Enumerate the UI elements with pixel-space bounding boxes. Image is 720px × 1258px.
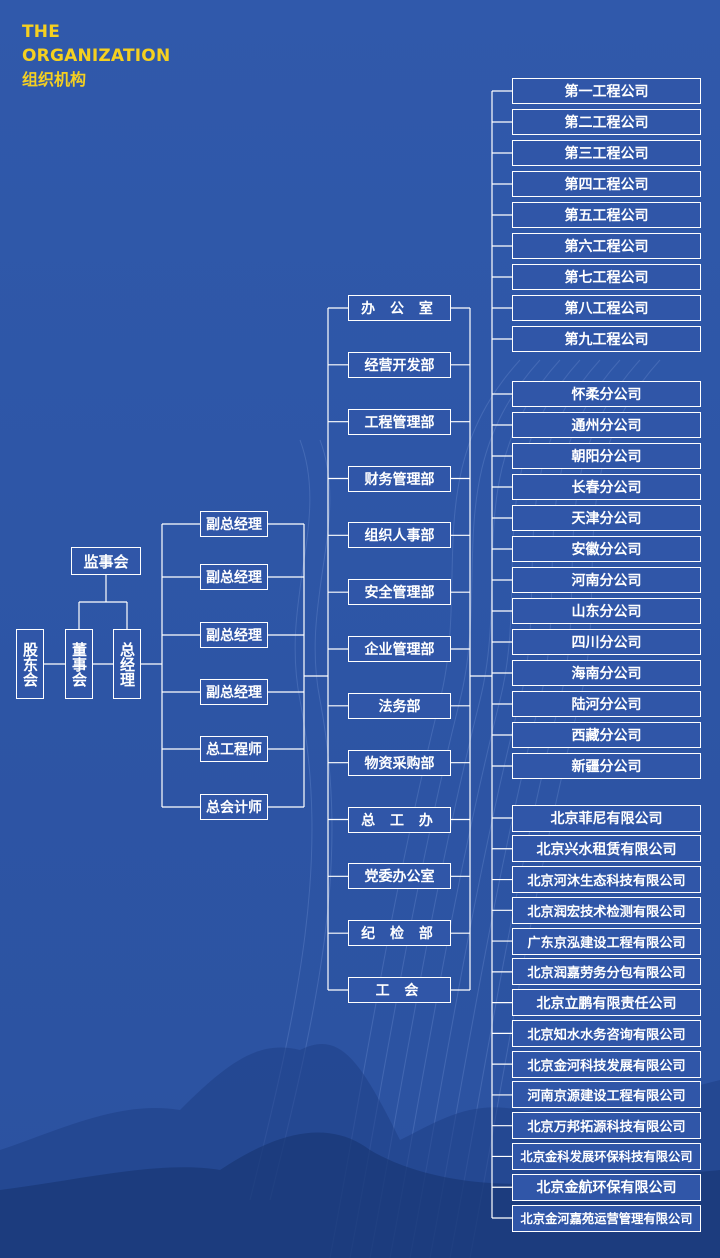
department-box: 企业管理部 [348,636,451,662]
branch-company-box: 西藏分公司 [512,722,701,748]
engineering-company-box: 第四工程公司 [512,171,701,197]
department-box: 总 工 办 [348,806,451,833]
branch-company-box: 朝阳分公司 [512,443,701,469]
department-box: 工程管理部 [348,408,451,435]
executive-box: 总会计师 [200,794,268,820]
subsidiary-box: 北京金航环保有限公司 [512,1173,701,1201]
branch-company-box: 陆河分公司 [512,691,701,717]
subsidiary-box: 北京金河嘉苑运营管理有限公司 [512,1204,701,1232]
header-title-zh: 组织机构 [22,70,87,89]
department-box: 组织人事部 [348,522,451,549]
subsidiary-box: 北京兴水租赁有限公司 [512,835,701,863]
subsidiary-box: 北京河沐生态科技有限公司 [512,866,701,894]
engineering-company-box: 第七工程公司 [512,264,701,290]
department-box: 纪 检 部 [348,920,451,947]
department-box: 安全管理部 [348,579,451,606]
department-box: 经营开发部 [348,351,451,378]
branch-company-box: 海南分公司 [512,660,701,686]
subsidiary-box: 河南京源建设工程有限公司 [512,1081,701,1109]
department-box: 物资采购部 [348,749,451,776]
branch-company-box: 山东分公司 [512,598,701,624]
department-box: 办 公 室 [348,295,451,321]
engineering-company-box: 第六工程公司 [512,233,701,259]
executive-box: 副总经理 [200,511,268,537]
branch-company-box: 安徽分公司 [512,536,701,562]
subsidiary-box: 北京菲尼有限公司 [512,804,701,832]
department-box: 财务管理部 [348,465,451,492]
header-organization: ORGANIZATION [22,46,171,66]
department-box: 工 会 [348,977,451,1003]
subsidiary-box: 北京立鹏有限责任公司 [512,989,701,1017]
engineering-company-box: 第一工程公司 [512,78,701,104]
branch-company-box: 天津分公司 [512,505,701,531]
branch-company-box: 新疆分公司 [512,753,701,779]
subsidiary-box: 北京金科发展环保科技有限公司 [512,1142,701,1170]
subsidiary-box: 北京金河科技发展有限公司 [512,1050,701,1078]
engineering-company-box: 第三工程公司 [512,140,701,166]
supervisors-box: 监事会 [71,547,141,575]
subsidiary-box: 北京知水水务咨询有限公司 [512,1019,701,1047]
engineering-company-box: 第八工程公司 [512,295,701,321]
executive-box: 副总经理 [200,564,268,590]
branch-company-box: 通州分公司 [512,412,701,438]
branch-company-box: 长春分公司 [512,474,701,500]
department-box: 党委办公室 [348,863,451,890]
engineering-company-box: 第二工程公司 [512,109,701,135]
header-the: THE [22,22,61,42]
subsidiary-box: 北京润嘉劳务分包有限公司 [512,958,701,986]
subsidiary-box: 广东京泓建设工程有限公司 [512,927,701,955]
executive-box: 总工程师 [200,736,268,762]
board-box: 董事会 [65,629,93,699]
branch-company-box: 四川分公司 [512,629,701,655]
engineering-company-box: 第五工程公司 [512,202,701,228]
subsidiary-box: 北京润宏技术检测有限公司 [512,896,701,924]
branch-company-box: 河南分公司 [512,567,701,593]
branch-company-box: 怀柔分公司 [512,381,701,407]
department-box: 法务部 [348,692,451,719]
executive-box: 副总经理 [200,679,268,705]
subsidiary-box: 北京万邦拓源科技有限公司 [512,1112,701,1140]
engineering-company-box: 第九工程公司 [512,326,701,352]
shareholders-box: 股东会 [16,629,44,699]
general-manager-box: 总经理 [113,629,141,699]
executive-box: 副总经理 [200,622,268,648]
